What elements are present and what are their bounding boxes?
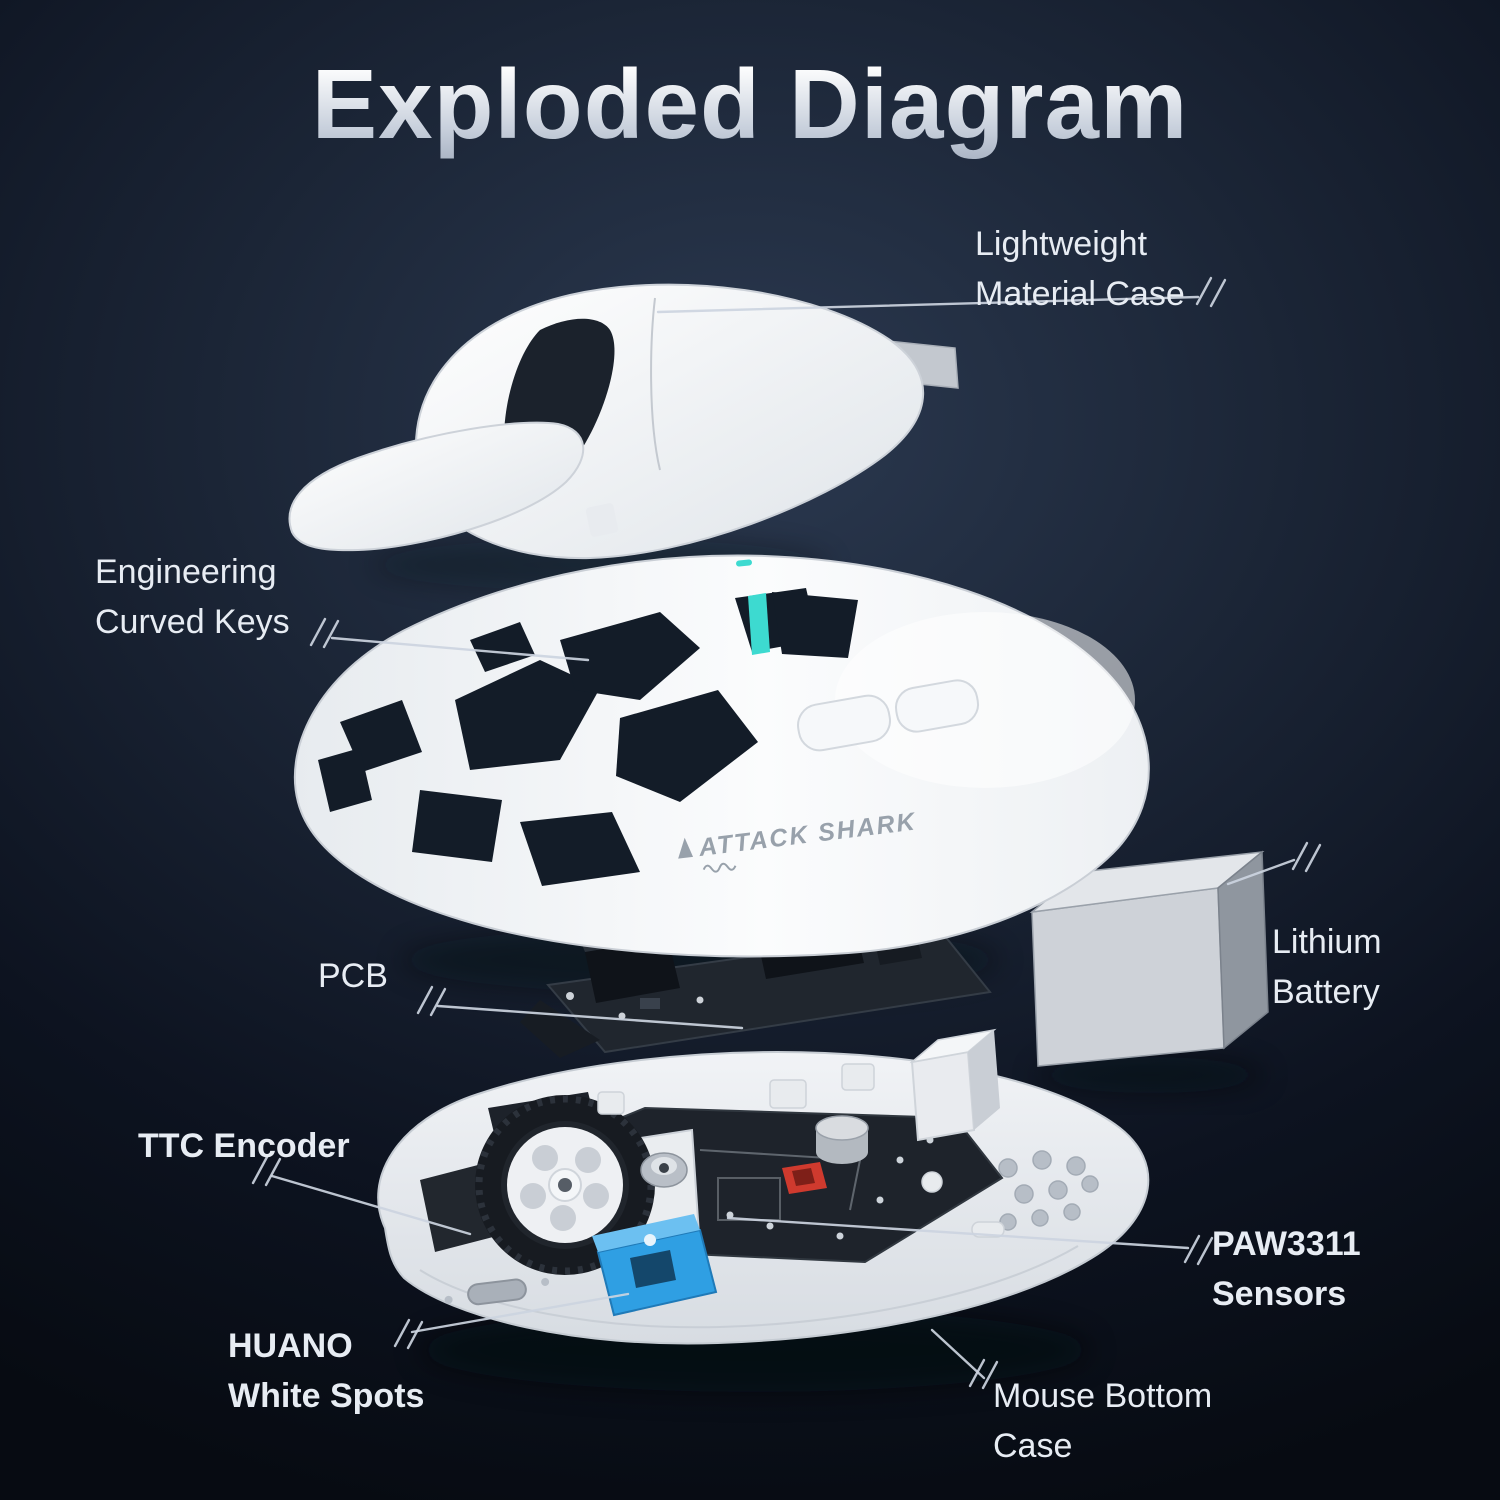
label-ttc-encoder: TTC Encoder: [138, 1122, 350, 1172]
label-engineering-curved-keys: Engineering Curved Keys: [95, 548, 290, 648]
label-line: Sensors: [1212, 1274, 1347, 1313]
leader-ttc-encoder: [251, 1155, 472, 1236]
metal-can: [815, 1115, 869, 1164]
mid-frame: ATTACK SHARK: [293, 554, 1150, 958]
frame-cutouts: [318, 588, 858, 886]
label-lightweight-material-case: Lightweight Material Case: [975, 220, 1185, 320]
label-line: PCB: [318, 957, 388, 995]
label-line: Mouse Bottom: [993, 1377, 1213, 1415]
label-huano-white-spots: HUANO White Spots: [228, 1322, 424, 1422]
label-line: Curved Keys: [95, 602, 290, 641]
label-line: Battery: [1272, 972, 1380, 1011]
leader-paw3311-sensors: [726, 1216, 1214, 1266]
leader-lithium-battery: [1226, 841, 1322, 886]
leader-mouse-bottom-case: [930, 1328, 999, 1390]
label-line: Lithium: [1272, 923, 1382, 961]
usb-dongle: [909, 1028, 1000, 1142]
label-mouse-bottom-case: Mouse Bottom Case: [993, 1372, 1212, 1472]
label-lithium-battery: Lithium Battery: [1272, 918, 1382, 1018]
leader-lines: [251, 276, 1322, 1390]
leader-huano-white-spots: [393, 1292, 630, 1350]
label-pcb: PCB: [318, 952, 388, 1002]
bottom-case-holes: [998, 1150, 1099, 1231]
label-line: PAW3311: [1212, 1225, 1361, 1263]
mouse-bottom-assembly: [377, 1028, 1150, 1345]
leader-pcb: [416, 985, 744, 1030]
leader-engineering-curved-keys: [309, 617, 590, 662]
usb-c-port: [444, 1277, 550, 1306]
sensor-led: [782, 1162, 827, 1194]
label-line: Material Case: [975, 274, 1185, 313]
dpi-indicator: [736, 559, 752, 567]
side-buttons: [797, 679, 980, 752]
leader-lightweight-material-case: [656, 276, 1227, 314]
label-line: Engineering: [95, 553, 277, 591]
label-line: HUANO: [228, 1327, 353, 1365]
label-line: White Spots: [228, 1376, 425, 1415]
label-paw3311-sensors: PAW3311 Sensors: [1212, 1220, 1361, 1320]
ttc-encoder-part: [640, 1152, 688, 1188]
teal-accent-bar: [748, 593, 770, 655]
top-shell: [288, 283, 959, 560]
scroll-wheel: [475, 1095, 655, 1275]
label-line: Case: [993, 1426, 1073, 1465]
diagram-title: Exploded Diagram: [0, 48, 1500, 161]
label-line: TTC Encoder: [138, 1127, 350, 1165]
label-line: Lightweight: [975, 225, 1148, 263]
shark-fin-icon: [678, 837, 694, 859]
